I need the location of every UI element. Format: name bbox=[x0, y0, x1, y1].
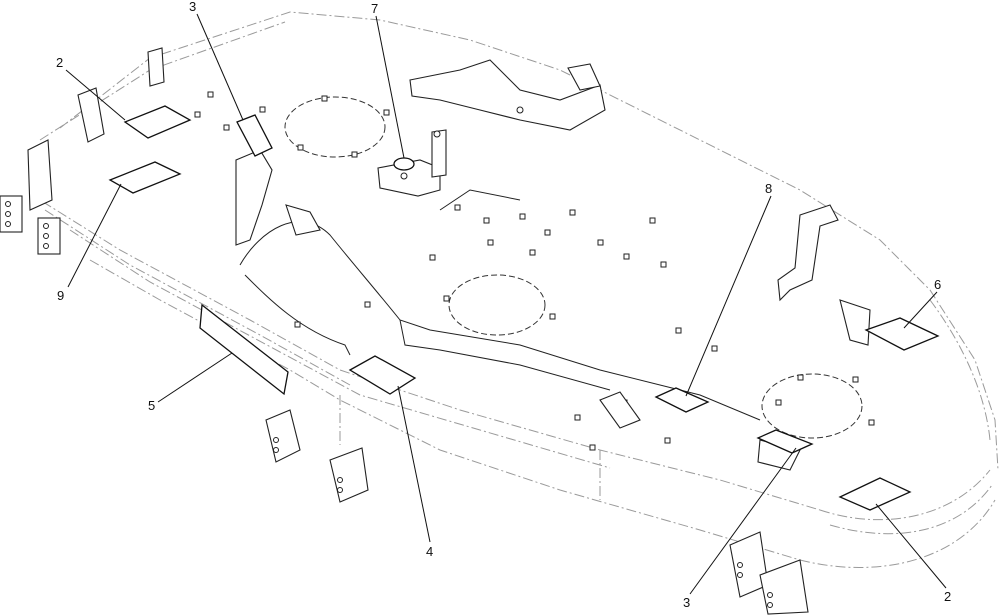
front-left-brackets bbox=[265, 409, 369, 503]
rear-hitch-bracket bbox=[409, 59, 606, 131]
callout-9: 9 bbox=[57, 288, 64, 303]
callout-labels: 2 3 7 9 8 6 5 4 3 2 bbox=[56, 0, 951, 610]
center-idler-arm bbox=[377, 129, 447, 197]
left-pulley-guard bbox=[235, 149, 321, 246]
spindle-hole-left bbox=[284, 96, 386, 158]
callout-3-rear: 3 bbox=[189, 0, 196, 14]
callout-4: 4 bbox=[426, 544, 433, 559]
callout-3-front: 3 bbox=[683, 595, 690, 610]
decal-4 bbox=[348, 355, 417, 395]
rear-left-brackets bbox=[0, 47, 165, 255]
right-rear-bracket bbox=[777, 204, 871, 346]
callout-2-rear-left: 2 bbox=[56, 55, 63, 70]
spindle-hole-right bbox=[761, 373, 863, 439]
callout-8: 8 bbox=[765, 181, 772, 196]
callout-2-front-right: 2 bbox=[944, 589, 951, 604]
decal-5 bbox=[199, 303, 289, 396]
decal-7-ring bbox=[393, 157, 415, 171]
callout-5: 5 bbox=[148, 398, 155, 413]
callout-6: 6 bbox=[934, 277, 941, 292]
mower-deck-outline bbox=[29, 11, 999, 568]
decal-2-front-right bbox=[838, 477, 912, 511]
decal-8 bbox=[654, 387, 710, 413]
spindle-hole-center bbox=[448, 274, 546, 336]
front-right-brackets bbox=[729, 531, 809, 615]
decal-6 bbox=[864, 317, 940, 351]
decal-9 bbox=[108, 161, 182, 194]
deck-top-plate bbox=[239, 189, 761, 421]
bolt-holes bbox=[194, 91, 875, 451]
callout-7: 7 bbox=[371, 1, 378, 16]
decal-3-rear bbox=[236, 114, 273, 157]
decal-3-front bbox=[756, 429, 814, 454]
leader-lines bbox=[65, 13, 947, 595]
decal-2-rear-left bbox=[123, 105, 192, 139]
